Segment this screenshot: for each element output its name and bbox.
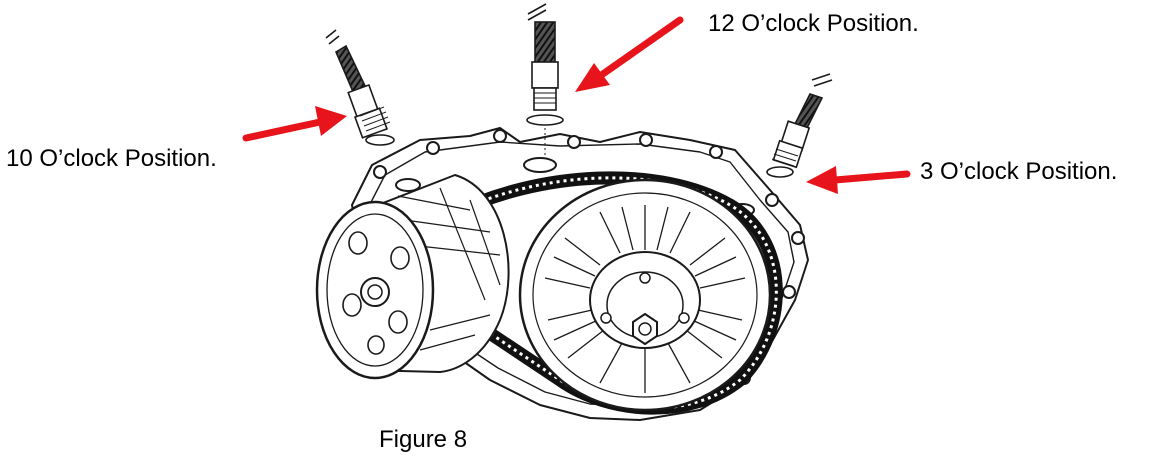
plug-12-oclock	[526, 3, 564, 158]
label-3-oclock-position: 3 O’clock Position.	[920, 158, 1118, 185]
arrow-3-oclock	[806, 166, 911, 194]
arrow-12-oclock	[575, 16, 684, 92]
primary-clutch	[315, 173, 510, 380]
plug-3-oclock	[766, 73, 833, 178]
label-12-oclock-position: 12 O’clock Position.	[708, 10, 919, 37]
plug-10-oclock	[325, 29, 395, 146]
arrow-10-oclock	[242, 106, 347, 142]
secondary-clutch	[518, 178, 772, 412]
figure-caption: Figure 8	[379, 426, 468, 453]
label-10-oclock-position: 10 O’clock Position.	[6, 145, 217, 172]
